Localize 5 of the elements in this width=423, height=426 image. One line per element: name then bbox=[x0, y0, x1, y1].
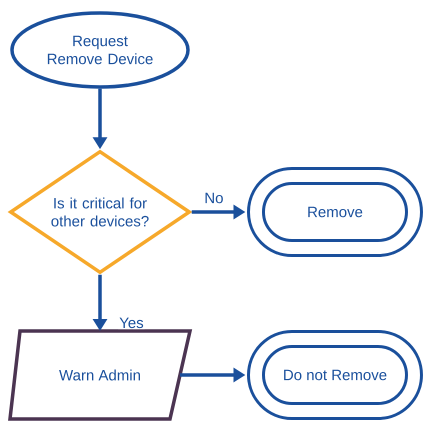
end-terminal: Do not Remove bbox=[247, 330, 423, 420]
input-parallelogram: Warn Admin bbox=[8, 329, 192, 421]
end-terminal: Remove bbox=[247, 167, 423, 257]
edge-label: Yes bbox=[118, 316, 145, 330]
edge-label: No bbox=[203, 192, 224, 204]
